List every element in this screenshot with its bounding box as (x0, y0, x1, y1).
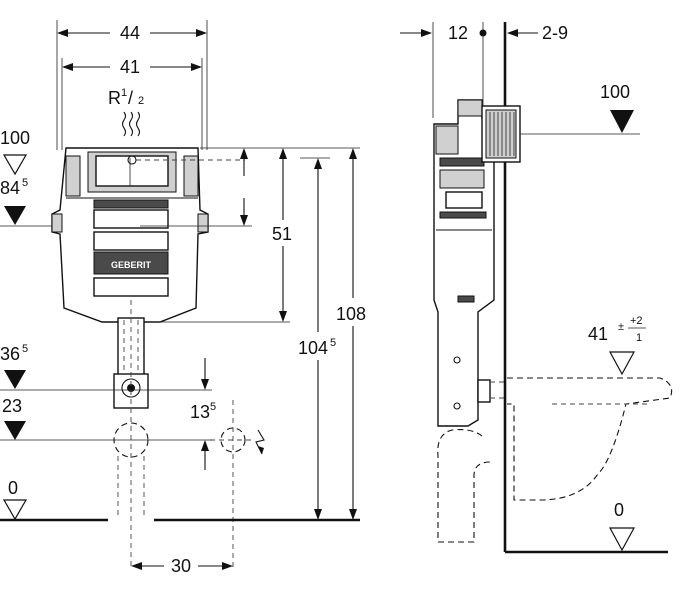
level-100-right: 100 (600, 82, 634, 133)
level-0-left: 0 (2, 478, 28, 521)
thread-r-half-label: R 1 / 2 (108, 87, 144, 108)
svg-text:41: 41 (588, 324, 608, 344)
dimension-44: 44 (56, 20, 208, 150)
dimension-44-label: 44 (120, 23, 140, 43)
dimension-51: 51 (272, 148, 292, 322)
svg-text:+2: +2 (630, 315, 643, 327)
svg-text:100: 100 (600, 82, 630, 102)
svg-text:5: 5 (22, 177, 28, 189)
dimension-108: 108 (336, 148, 366, 520)
cistern-front: GEBERIT (51, 147, 209, 323)
electrical-connection (210, 400, 265, 570)
svg-text:2: 2 (138, 95, 144, 107)
svg-text:36: 36 (0, 344, 20, 364)
svg-text:1: 1 (636, 332, 642, 344)
dimension-30: 30 (131, 556, 233, 576)
dimension-12: 12 (400, 22, 487, 118)
svg-text:2-9: 2-9 (542, 23, 568, 43)
svg-text:12: 12 (448, 23, 468, 43)
level-23: 23 (2, 396, 26, 440)
dimension-41: 41 (61, 57, 203, 150)
svg-text:0: 0 (8, 478, 18, 498)
svg-text:84: 84 (0, 178, 20, 198)
level-0-right: 0 (608, 500, 636, 552)
svg-text:23: 23 (2, 396, 22, 416)
dimension-41-label: 41 (120, 57, 140, 77)
svg-text:13: 13 (190, 402, 210, 422)
dimension-23-5 (240, 148, 248, 226)
svg-text:51: 51 (272, 224, 292, 244)
brand-logo: GEBERIT (111, 260, 152, 270)
level-36-5: 36 5 (0, 343, 28, 389)
dimension-13-5: 13 5 (190, 358, 216, 470)
svg-text:±: ± (618, 321, 624, 333)
svg-text:30: 30 (171, 556, 191, 576)
svg-text:5: 5 (22, 343, 28, 355)
level-41-tolerance: 41 ± +2 1 (588, 315, 646, 376)
level-84-5: 84 5 (0, 177, 28, 225)
svg-text:1: 1 (121, 87, 127, 99)
water-inlet-icon (121, 111, 141, 137)
level-100-left: 100 (0, 128, 30, 176)
dimension-2-9: 2-9 (507, 23, 568, 43)
svg-text:104: 104 (298, 338, 328, 358)
svg-text:100: 100 (0, 128, 30, 148)
flush-pipe (113, 300, 149, 570)
dimension-104-5: 104 5 (298, 157, 336, 520)
svg-text:5: 5 (330, 337, 336, 349)
toilet-bowl-side (437, 377, 673, 543)
svg-text:R: R (108, 88, 121, 108)
svg-text:108: 108 (336, 304, 366, 324)
svg-text:/: / (128, 88, 133, 108)
svg-text:5: 5 (210, 401, 216, 413)
cistern-side (433, 99, 521, 427)
svg-text:0: 0 (614, 500, 624, 520)
